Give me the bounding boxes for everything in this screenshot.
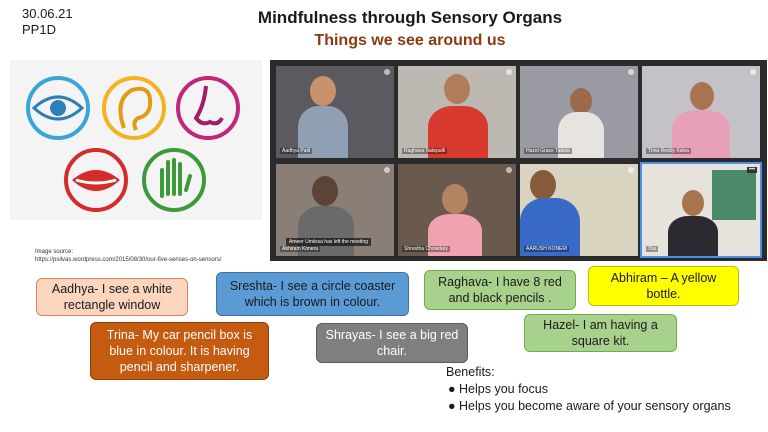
mic-icon <box>628 167 634 173</box>
benefit-text: Helps you become aware of your sensory o… <box>459 399 731 413</box>
participant-name: AARUSH KONERI <box>524 246 570 252</box>
quote-text: Trina- My car pencil box is blue in colo… <box>106 328 253 374</box>
participant-name: Raghava Tadepalli <box>402 148 448 154</box>
nose-icon <box>176 76 240 140</box>
ear-icon <box>102 76 166 140</box>
quote-box: Trina- My car pencil box is blue in colo… <box>90 322 269 380</box>
quote-text: Hazel- I am having a square kit. <box>543 318 658 348</box>
quote-box: Shrayas- I see a big red chair. <box>316 323 468 363</box>
date: 30.06.21 <box>22 6 73 21</box>
mic-icon <box>750 69 756 75</box>
slide-title: Mindfulness through Sensory Organs <box>257 8 563 27</box>
mic-icon <box>506 69 512 75</box>
quote-box: Abhiram – A yellow bottle. <box>588 266 739 306</box>
participant-tile[interactable]: Ameer Umiissa has left the meeting Abhir… <box>276 164 394 256</box>
participant-tile[interactable]: Raghava Tadepalli <box>398 66 516 158</box>
quote-box: Sreshta- I see a circle coaster which is… <box>216 272 409 316</box>
participant-tile[interactable]: Trina Reddy Kalva <box>642 66 760 158</box>
mic-icon <box>628 69 634 75</box>
more-options-icon[interactable]: ••• <box>747 167 757 173</box>
quote-text: Aadhya- I see a white rectangle window <box>51 282 173 312</box>
quote-text: Sreshta- I see a circle coaster which is… <box>229 279 396 309</box>
quote-text: Raghava- I have 8 red and black pencils … <box>438 275 562 305</box>
participant-tile[interactable]: AARUSH KONERI <box>520 164 638 256</box>
benefits-heading: Benefits: <box>446 365 495 379</box>
mic-icon <box>506 167 512 173</box>
participant-name: Hazel Grace Tadela <box>524 148 572 154</box>
class-code: PP1D <box>22 22 56 37</box>
slide-subtitle: Things we see around us <box>314 32 506 49</box>
benefit-text: Helps you focus <box>459 382 548 396</box>
notification-toast: Ameer Umiissa has left the meeting <box>286 238 371 246</box>
benefit-item: ● Helps you focus <box>448 382 548 396</box>
participant-tile[interactable]: Shrestha Chowdary <box>398 164 516 256</box>
hand-icon <box>142 148 206 212</box>
quote-text: Abhiram – A yellow bottle. <box>610 271 717 301</box>
quote-box: Raghava- I have 8 red and black pencils … <box>424 270 576 310</box>
participant-name: You <box>646 246 659 252</box>
participant-name: Abhiram Koneru <box>280 246 321 252</box>
participant-name: Trina Reddy Kalva <box>646 148 691 154</box>
five-senses-image <box>10 60 262 220</box>
mic-icon <box>384 69 390 75</box>
image-source-label: Image source: <box>35 249 74 255</box>
participant-tile-self[interactable]: ••• You <box>640 162 762 258</box>
participant-tile[interactable]: Hazel Grace Tadela <box>520 66 638 158</box>
image-source: Image source: https://psilvas.wordpress.… <box>35 248 265 264</box>
quote-text: Shrayas- I see a big red chair. <box>325 328 459 358</box>
benefit-item: ● Helps you become aware of your sensory… <box>448 399 731 413</box>
quote-box: Aadhya- I see a white rectangle window <box>36 278 188 316</box>
image-source-url: https://psilvas.wordpress.com/2015/08/30… <box>35 257 222 263</box>
video-call-grid: Aadhya Patil Raghava Tadepalli Hazel Gra… <box>270 60 767 261</box>
eye-icon <box>26 76 90 140</box>
participant-name: Shrestha Chowdary <box>402 246 450 252</box>
participant-tile[interactable]: Aadhya Patil <box>276 66 394 158</box>
mic-icon <box>384 167 390 173</box>
quote-box: Hazel- I am having a square kit. <box>524 314 677 352</box>
mouth-icon <box>64 148 128 212</box>
participant-name: Aadhya Patil <box>280 148 313 154</box>
